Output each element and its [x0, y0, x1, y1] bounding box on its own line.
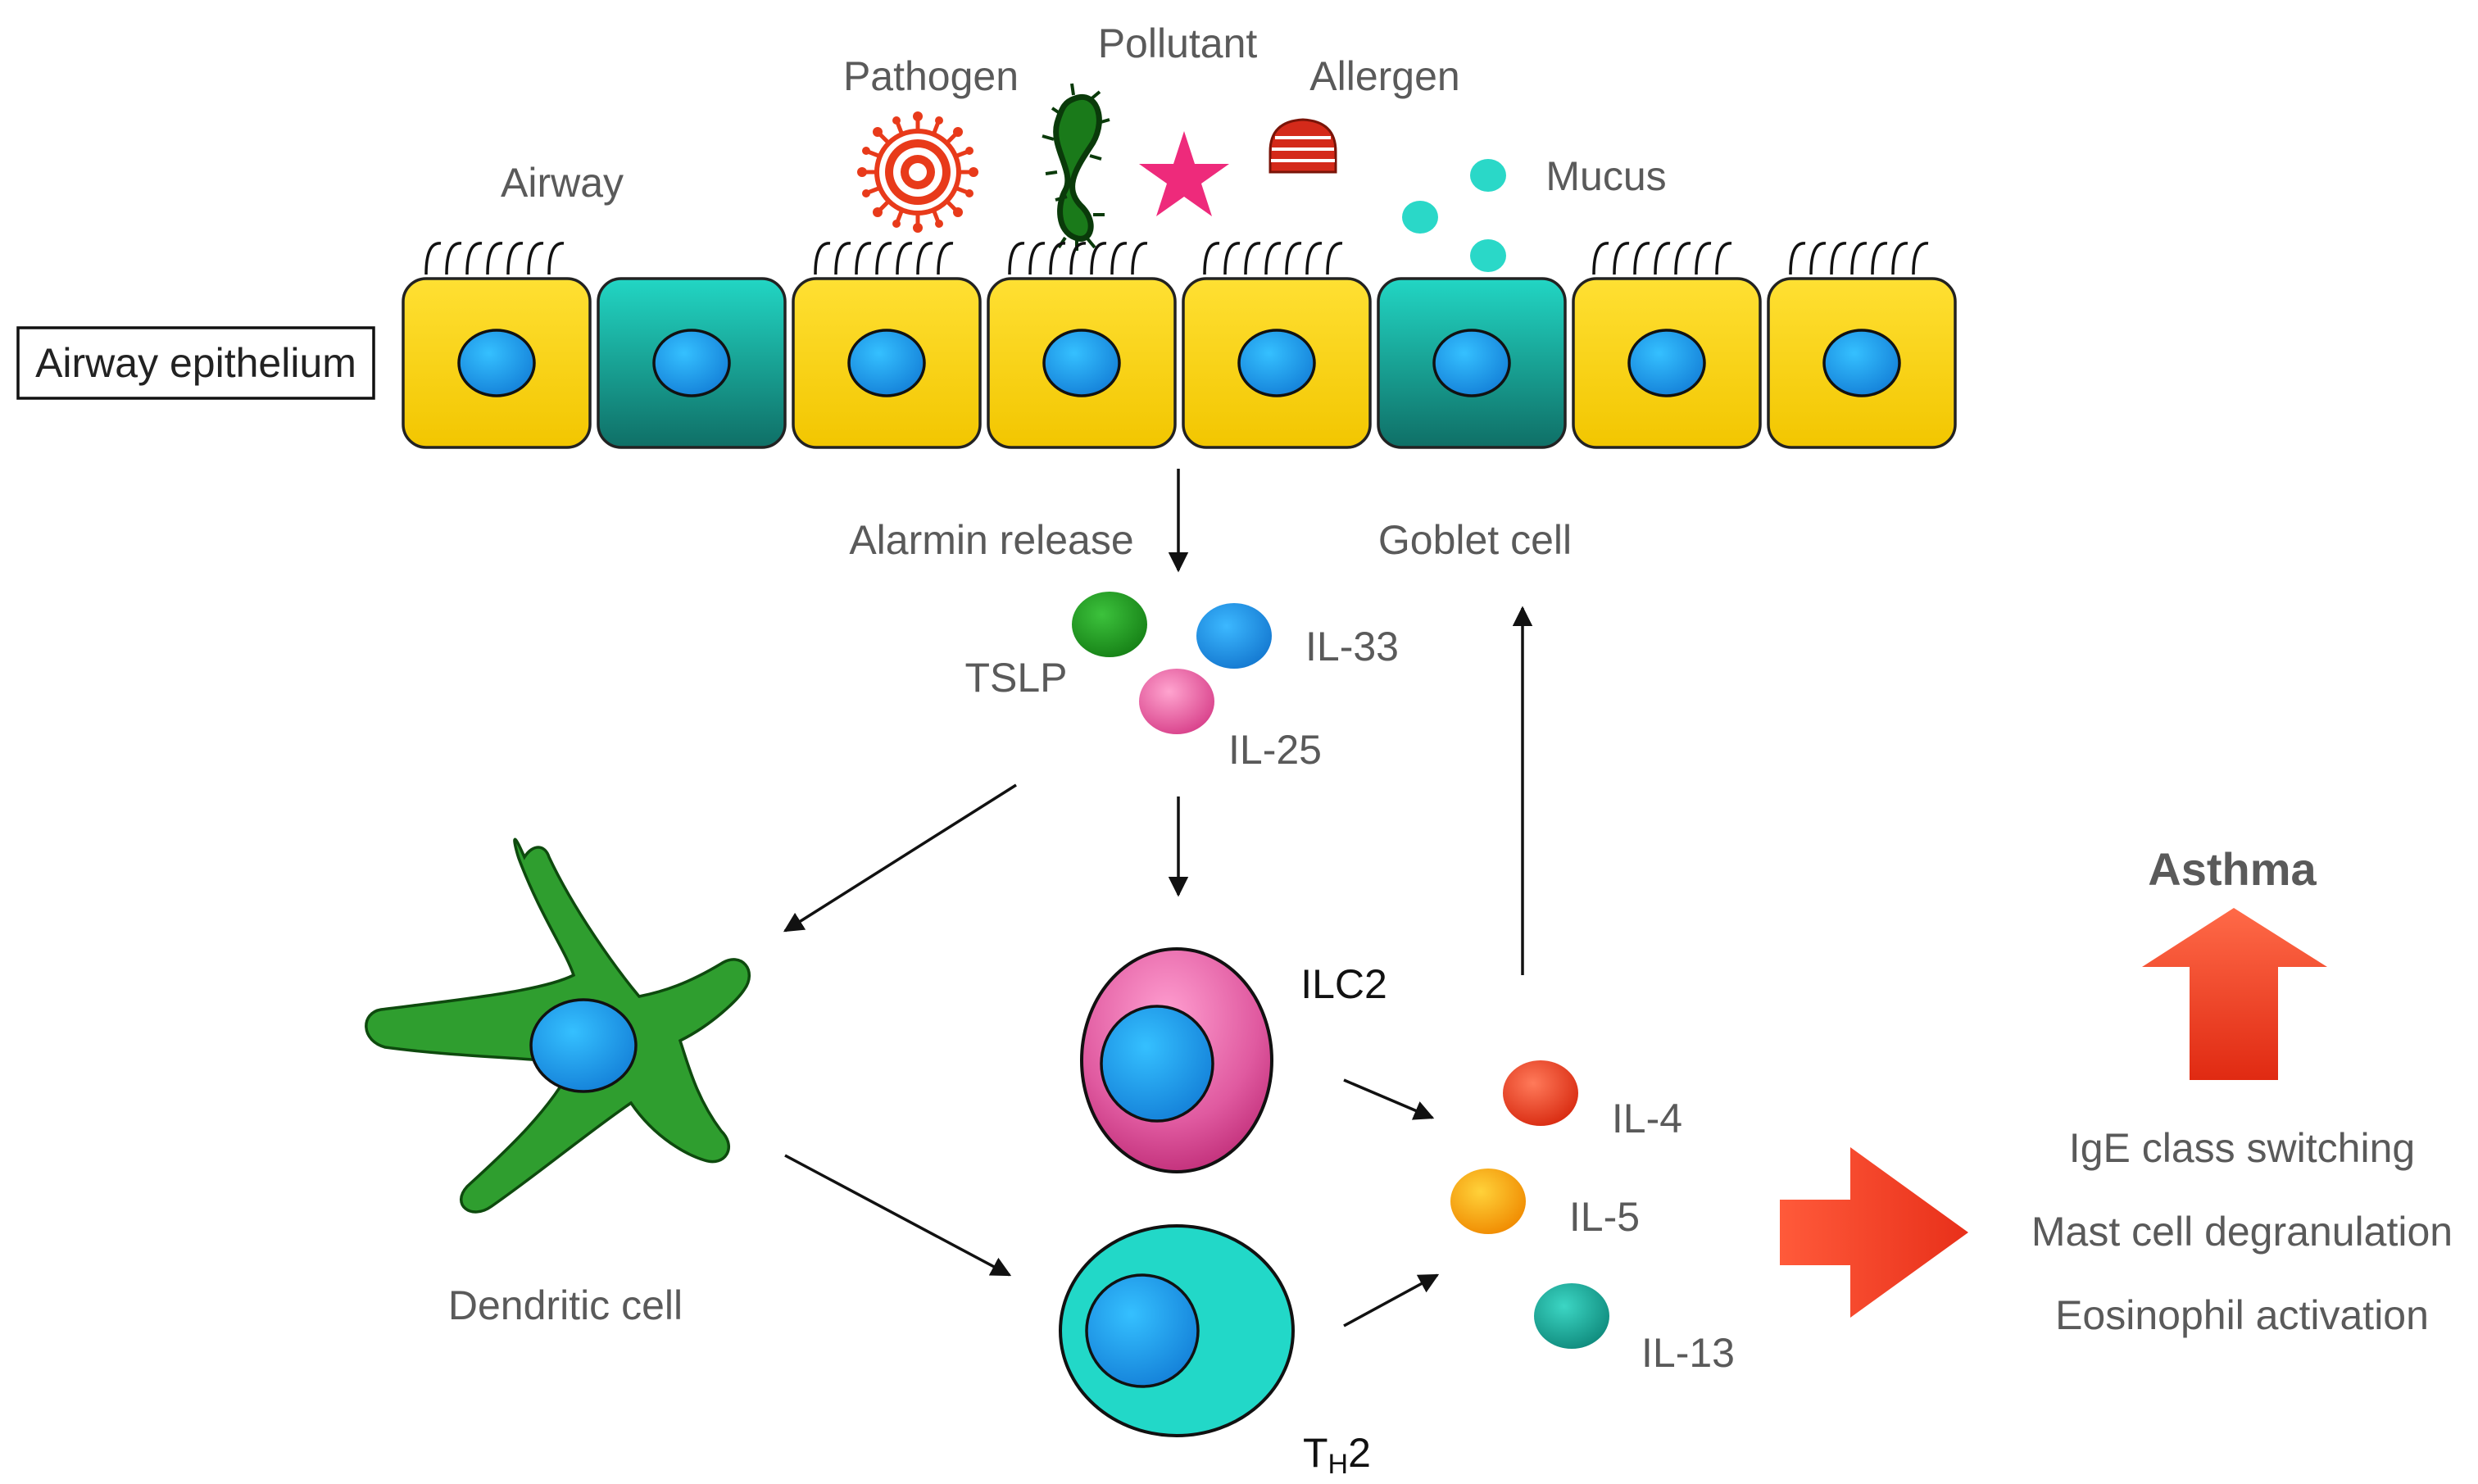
il25-label: IL-25: [1228, 727, 1322, 773]
airway-epithelium-box: Airway epithelium: [16, 326, 375, 400]
asthma-up-arrow: [2142, 908, 2327, 1080]
dendritic-cell-label: Dendritic cell: [448, 1282, 683, 1328]
il4-label: IL-4: [1612, 1096, 1682, 1141]
il25-molecule: [1139, 669, 1214, 734]
mucus-label: Mucus: [1545, 153, 1666, 199]
ilc2-label: ILC2: [1300, 961, 1387, 1007]
outcome-eosinophil: Eosinophil activation: [2055, 1292, 2429, 1338]
ilc2-to-cytokines-arrow: [1343, 1078, 1435, 1120]
epithelial-cell: [1572, 277, 1762, 449]
epithelial-cell: [987, 277, 1177, 449]
il4-molecule: [1503, 1060, 1578, 1126]
ilc2-cell: [1080, 947, 1273, 1173]
asthma-title: Asthma: [2148, 843, 2317, 895]
il5-label: IL-5: [1569, 1194, 1640, 1240]
airway-label: Airway: [501, 160, 624, 206]
dendritic-cell: [365, 837, 751, 1214]
to-th2-arrow: [784, 1154, 1012, 1277]
il33-molecule: [1196, 603, 1272, 669]
epithelial-cell: [1767, 277, 1957, 449]
pollutant-star-icon: [1139, 131, 1229, 216]
pathogen-label: Pathogen: [843, 53, 1019, 99]
th2-cell: [1059, 1224, 1295, 1437]
th2-label-sub: H: [1328, 1449, 1349, 1480]
goblet-cell-epithelium: [1377, 277, 1567, 449]
th2-label-tail: 2: [1348, 1430, 1371, 1476]
to-dendritic-arrow: [783, 783, 1017, 933]
epithelial-cell: [402, 277, 592, 449]
epithelial-cell: [792, 277, 982, 449]
th2-to-cytokines-arrow: [1343, 1273, 1440, 1327]
big-right-arrow: [1780, 1147, 1968, 1318]
th2-label-main: T: [1303, 1430, 1328, 1476]
alarmin-release-label: Alarmin release: [849, 517, 1133, 563]
tslp-molecule: [1072, 592, 1147, 657]
pollutant-label: Pollutant: [1098, 20, 1258, 66]
il13-label: IL-13: [1641, 1330, 1735, 1376]
airway-epithelium-label: Airway epithelium: [35, 340, 356, 386]
il5-molecule: [1450, 1169, 1526, 1234]
outcome-ige: IgE class switching: [2069, 1125, 2415, 1171]
tslp-label: TSLP: [964, 655, 1067, 701]
outcome-mast-cell: Mast cell degranulation: [2031, 1209, 2453, 1255]
mucus-icon: [1402, 159, 1506, 272]
cilia: [424, 242, 1929, 275]
il13-molecule: [1534, 1283, 1609, 1349]
il33-label: IL-33: [1305, 624, 1399, 669]
pathogen-icon: [857, 111, 978, 233]
pollutant-bacterium-icon: [1042, 83, 1110, 251]
goblet-cell-label: Goblet cell: [1378, 517, 1572, 563]
epithelial-cell: [1182, 277, 1372, 449]
goblet-cell-epithelium: [597, 277, 787, 449]
th2-label: TH2: [1303, 1430, 1371, 1480]
allergen-icon: [1268, 118, 1337, 174]
epithelium-row: [402, 242, 1957, 449]
allergen-label: Allergen: [1309, 53, 1459, 99]
